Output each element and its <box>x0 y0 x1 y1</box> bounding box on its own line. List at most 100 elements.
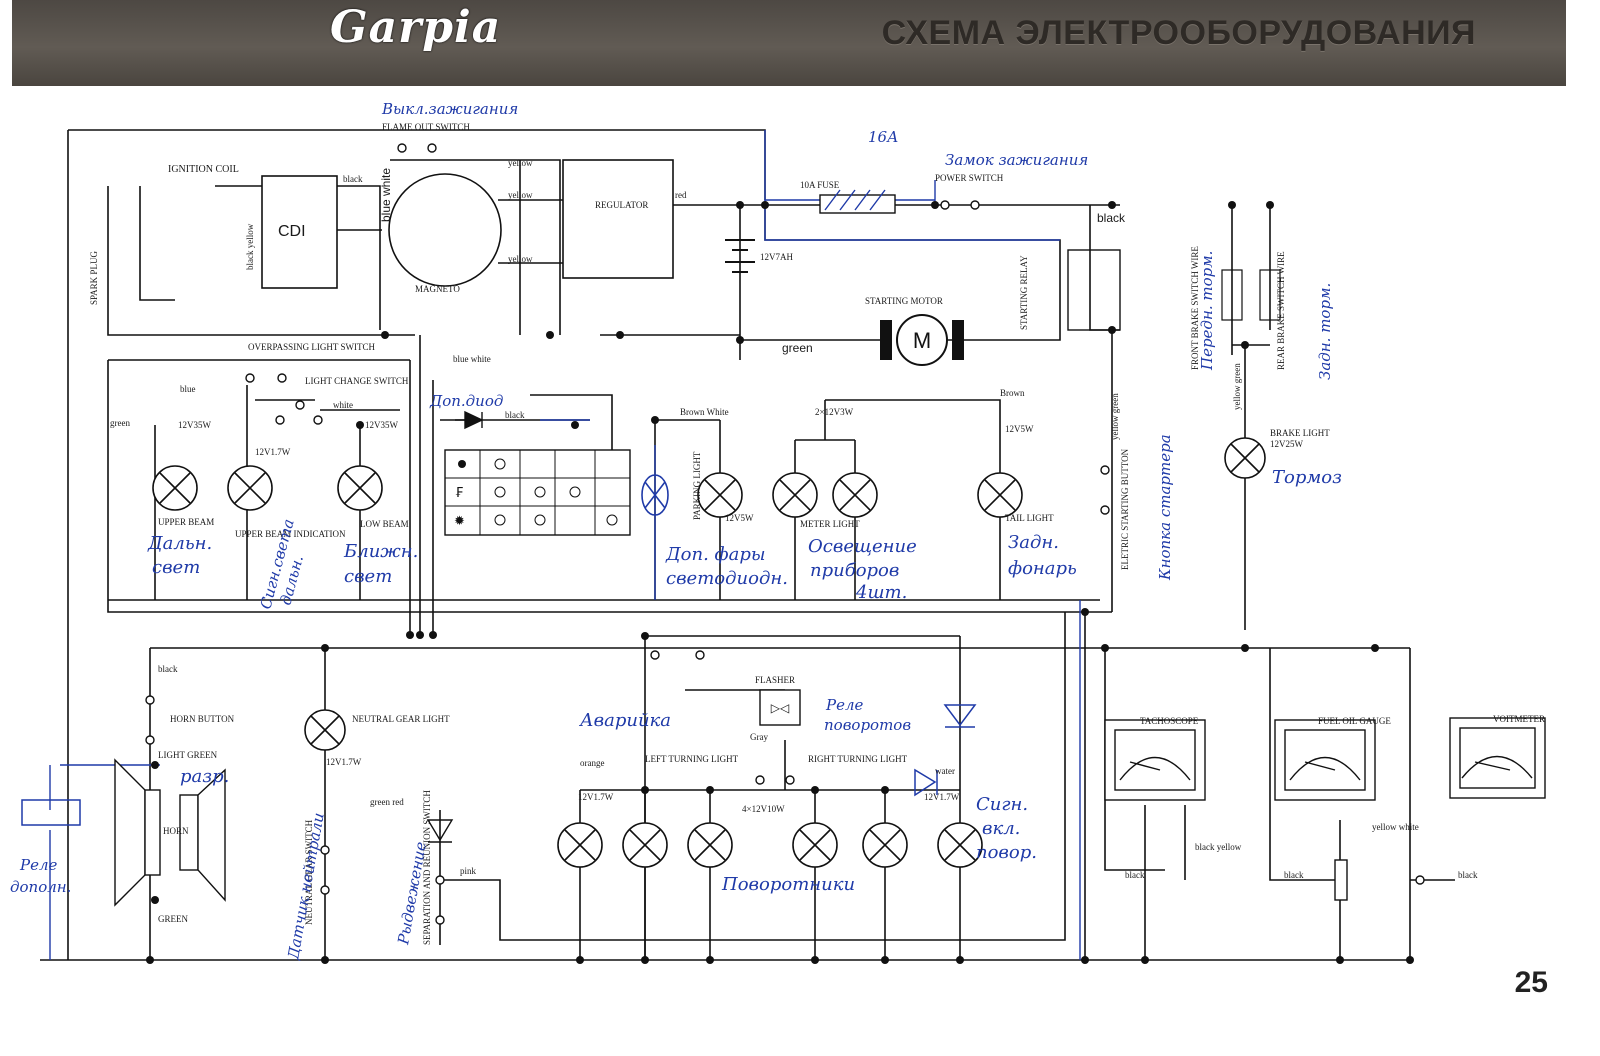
starting-relay <box>1067 249 1121 331</box>
hw-turn-relay-1: Реле <box>825 696 864 714</box>
hw-extra-led-1: Доп. фары <box>665 544 766 565</box>
hw-meter-3: 4шт. <box>855 582 907 603</box>
hw-low-beam-1: Ближн. <box>343 541 418 562</box>
upper-beam-lamp <box>152 465 198 511</box>
ignition-coil-label: IGNITION COIL <box>168 164 239 175</box>
tail-light-lamp <box>977 472 1023 518</box>
tail-watt: 12V5W <box>1005 424 1034 434</box>
starting-motor: M <box>880 314 964 366</box>
voltmeter-gauge <box>1449 717 1546 799</box>
cdi-label: CDI <box>278 223 306 240</box>
lamps <box>152 437 1266 868</box>
hw-extra-diode: Доп.диод <box>429 392 503 410</box>
handwritten-wires <box>49 130 1081 960</box>
hw-turn-lamps: Поворотники <box>721 874 855 895</box>
separation-diode <box>426 819 454 843</box>
yellow-label-2: yellow <box>508 190 533 200</box>
hw-extra-led-2: светодиодн. <box>666 568 788 589</box>
hw-razr: разр. <box>180 766 229 787</box>
hw-neutral-sensor: Датчик нейтрали <box>284 811 328 961</box>
hw-low-beam-2: свет <box>344 566 392 587</box>
rear-brake-switch <box>1259 269 1281 321</box>
hw-ignition-lock: Замок зажигания <box>945 151 1088 169</box>
handwritten-labels: Выкл.зажигания 16А Замок зажигания Перед… <box>10 100 1342 962</box>
neutral-label: NEUTRAL GEAR LIGHT <box>352 714 450 724</box>
neutral-gear-lamp <box>304 709 346 751</box>
hw-turn-ind-3: повор. <box>976 842 1037 863</box>
hw-fuse-16a: 16А <box>868 128 898 146</box>
extra-led-lamp <box>641 474 669 516</box>
green-red-label: green red <box>370 797 404 807</box>
starting-relay-label: STARTING RELAY <box>1019 255 1029 330</box>
turn-lamp-1 <box>557 822 603 868</box>
power-switch-label: POWER SWITCH <box>935 173 1004 183</box>
brown-label: Brown <box>1000 388 1025 398</box>
hw-high-beam-1: Дальн. <box>147 533 212 554</box>
hw-tail-2: фонарь <box>1008 558 1077 579</box>
green-wire-label: green <box>782 341 813 355</box>
tachoscope-gauge <box>1104 719 1206 801</box>
turn-ind-watt: 12V1.7W <box>578 792 614 802</box>
black-wire-label: black <box>343 174 363 184</box>
hw-tail-1: Задн. <box>1008 532 1059 553</box>
page-number: 25 <box>1514 966 1548 999</box>
green-caps-label: GREEN <box>158 914 188 924</box>
flame-out-label: FLAME OUT SWITCH <box>382 122 470 132</box>
flasher-relay <box>759 689 801 726</box>
left-turn-label: LEFT TURNING LIGHT <box>645 754 739 764</box>
upper-beam-watt: 12V35W <box>178 420 211 430</box>
regulator-label: REGULATOR <box>595 200 648 210</box>
hw-meter-1: Освещение <box>808 536 917 557</box>
hw-relay-extra-1: Реле <box>19 856 58 874</box>
yellow-label-3: yellow <box>508 254 533 264</box>
black-yellow-gauge: black yellow <box>1195 842 1242 852</box>
rear-brake-label: REAR BRAKE SWITCH WIRE <box>1276 251 1286 370</box>
upper-beam-ind-label: UPPER BEAM INDICATION <box>235 529 346 539</box>
upper-beam-indicator-lamp <box>227 465 273 511</box>
turn-lamp-3 <box>687 822 733 868</box>
separation-label: SEPARATION AND REUNION SWITCH <box>422 790 432 945</box>
meter-watt: 2×12V3W <box>815 407 854 417</box>
black-yellow-label: black yellow <box>245 223 255 270</box>
yellow-green-start-label: yellow green <box>1110 393 1120 440</box>
low-beam-label: LOW BEAM <box>360 519 409 529</box>
blue-wire-label: blue <box>180 384 196 394</box>
hw-ignition-off: Выкл.зажигания <box>381 100 518 118</box>
brake-light-label: BRAKE LIGHT <box>1270 428 1330 438</box>
regulator-box <box>562 159 674 279</box>
turn-ind-watt-2: 12V1.7W <box>924 792 960 802</box>
header-banner: Garpia СХЕМА ЭЛЕКТРООБОРУДОВАНИЯ <box>12 0 1566 86</box>
neutral-watt: 12V1.7W <box>326 757 362 767</box>
brown-white-label: Brown White <box>680 407 729 417</box>
front-brake-switch <box>1221 269 1243 321</box>
turn-lamp-4 <box>792 822 838 868</box>
turn-lamp-2 <box>622 822 668 868</box>
parking-light-label: PARKING LIGHT <box>692 451 702 520</box>
upper-beam-label: UPPER BEAM <box>158 517 214 527</box>
printed-labels: IGNITION COIL CDI SPARK PLUG black yello… <box>89 122 1545 945</box>
hw-meter-2: приборов <box>810 560 899 581</box>
hw-turn-relay-2: поворотов <box>824 716 911 734</box>
black-combo-label: black <box>505 410 525 420</box>
hw-high-beam-2: свет <box>152 557 200 578</box>
parking-watt: 12V5W <box>725 513 754 523</box>
fuse <box>819 194 896 214</box>
turn-lamp-5 <box>862 822 908 868</box>
magneto-label: MAGNETO <box>415 284 460 294</box>
hw-relay-extra-2: дополн. <box>10 878 71 896</box>
black-gauge-1: black <box>1125 870 1145 880</box>
water-label: water <box>935 766 955 776</box>
neutral-switch-label: NEUTRAL GEAR SWITCH <box>304 819 314 925</box>
pink-label: pink <box>460 866 477 876</box>
light-change-label: LIGHT CHANGE SWITCH <box>305 376 409 386</box>
blue-white-label: blue white <box>379 168 393 222</box>
low-beam-watt: 12V35W <box>365 420 398 430</box>
black-gauge-2: black <box>1284 870 1304 880</box>
overpassing-label: OVERPASSING LIGHT SWITCH <box>248 342 376 352</box>
switch-contacts <box>145 143 1425 925</box>
gauges <box>1104 717 1546 901</box>
black-horn-label: black <box>158 664 178 674</box>
fuel-sender-resistor <box>1334 859 1348 901</box>
indicator-watt: 12V1.7W <box>255 447 291 457</box>
horn <box>114 758 226 907</box>
